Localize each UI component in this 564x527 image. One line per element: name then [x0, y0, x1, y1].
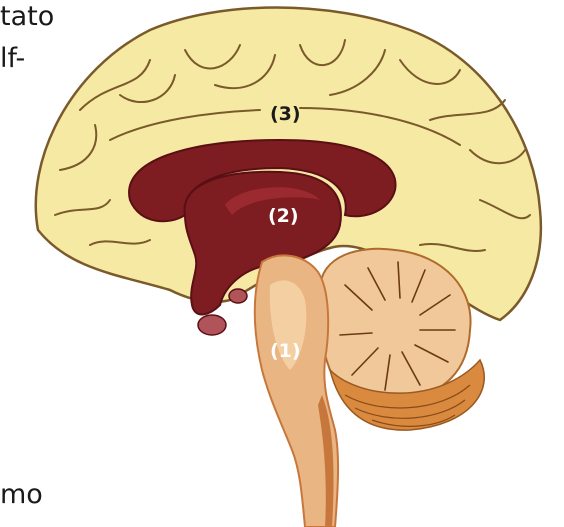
mammillary-body [229, 289, 247, 303]
label-cortex: (3) [270, 103, 301, 125]
label-limbic: (2) [268, 205, 299, 227]
pituitary [198, 315, 226, 335]
cerebellum [319, 249, 470, 400]
label-brainstem: (1) [270, 340, 301, 362]
